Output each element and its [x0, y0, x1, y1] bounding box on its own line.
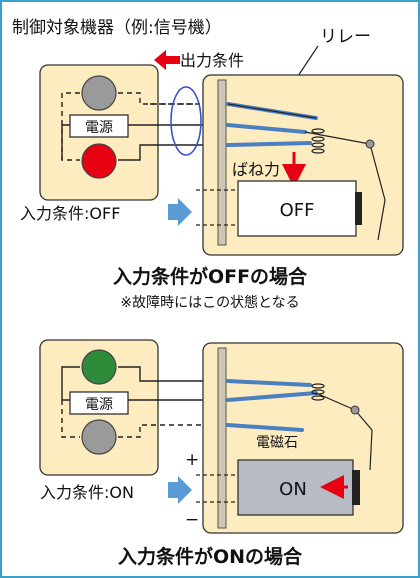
circuit-dashed-top — [118, 92, 195, 105]
spring-force-label: ばね力 — [232, 160, 280, 179]
circuit-dashed-left — [61, 92, 80, 161]
power-box-bottom — [69, 391, 129, 415]
relay-inner-post — [217, 79, 227, 246]
input-condition-off-label: 入力条件:OFF — [20, 204, 120, 223]
lamp-gray-bottom — [81, 419, 117, 455]
input-arrow-icon-on — [168, 476, 192, 504]
coil-state-off: OFF — [280, 200, 315, 221]
lamp-red — [81, 143, 117, 179]
bottom-diagram: 電源 電磁石 ON + − 入力条 — [39, 339, 404, 568]
spring-icon — [311, 128, 325, 154]
spring-icon-bottom — [311, 383, 325, 401]
relay-label: リレー — [320, 27, 371, 47]
circuit-solid — [118, 144, 225, 161]
lamp-gray-top — [81, 75, 117, 111]
bottom-caption-title: 入力条件がONの場合 — [118, 545, 303, 568]
input-condition-on-label: 入力条件:ON — [40, 483, 134, 502]
coil-state-on: ON — [279, 479, 307, 500]
top-caption-note: ※故障時にはこの状態となる — [120, 295, 299, 311]
lamp-green — [81, 349, 117, 385]
minus-sign: − — [185, 510, 199, 530]
electromagnet-label: 電磁石 — [256, 435, 298, 451]
power-box — [69, 114, 129, 138]
coil-off — [237, 180, 357, 237]
control-device-label: 制御対象機器（例:信号機） — [12, 18, 222, 38]
power-label-bottom: 電源 — [85, 397, 113, 413]
top-diagram: 制御対象機器（例:信号機） 電源 出力条件 リレー — [12, 18, 404, 311]
power-label: 電源 — [85, 120, 113, 136]
output-condition-label: 出力条件 — [180, 51, 244, 70]
input-arrow-icon-off — [168, 198, 192, 226]
plus-sign: + — [185, 450, 199, 470]
output-highlight-ellipse — [170, 86, 202, 156]
top-caption-title: 入力条件がOFFの場合 — [113, 265, 308, 288]
output-arrow-icon — [154, 50, 180, 70]
